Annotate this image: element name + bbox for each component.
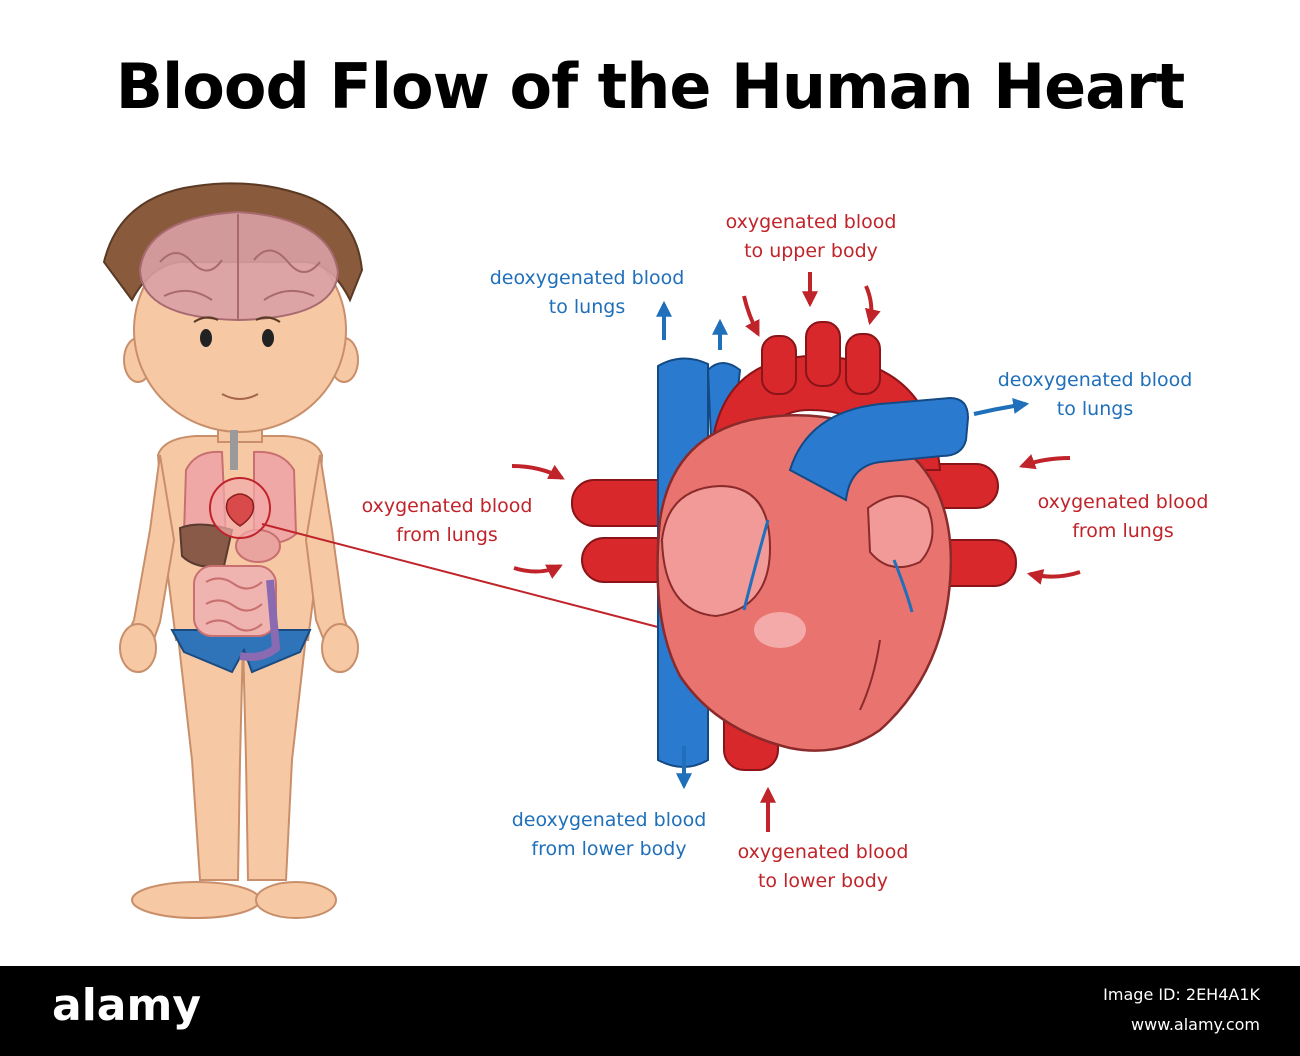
- label-ox-from-lungs-left: oxygenated blood from lungs: [361, 495, 533, 546]
- left-eye: [200, 329, 212, 347]
- site-url: www.alamy.com: [1131, 1015, 1260, 1034]
- right-eye: [262, 329, 274, 347]
- footer-info: Image ID: 2EH4A1K www.alamy.com: [1103, 980, 1260, 1040]
- image-id: Image ID: 2EH4A1K: [1103, 985, 1260, 1004]
- ventricle-highlight: [754, 612, 806, 648]
- arrow-ox-left-1: [511, 464, 565, 480]
- mini-heart: [225, 493, 255, 527]
- arrow-ox-upper-3: [864, 285, 881, 326]
- mouth: [221, 393, 259, 400]
- heart-diagram: [571, 321, 1017, 771]
- right-hand: [321, 623, 359, 673]
- arrow-ox-left-2: [513, 564, 563, 579]
- left-leg: [176, 634, 245, 881]
- coronary-vessel-1: [742, 519, 770, 611]
- aortic-branch-2: [805, 321, 841, 387]
- left-atrium: [866, 495, 934, 569]
- flow-arrows: [511, 272, 1081, 832]
- coronary-vessel-3: [859, 639, 881, 711]
- label-ox-to-upper-body: oxygenated blood to upper body: [725, 211, 897, 262]
- arrow-ox-right-2: [1026, 569, 1081, 585]
- label-ox-to-lower-body: oxygenated blood to lower body: [737, 841, 909, 892]
- diagram-art: [102, 182, 1081, 919]
- boy-figure: [102, 182, 364, 919]
- pointer-line: [261, 523, 701, 639]
- label-deox-to-lungs-right: deoxygenated blood to lungs: [997, 369, 1193, 420]
- arrow-deox-right: [973, 398, 1030, 416]
- label-deox-from-lower-body: deoxygenated blood from lower body: [511, 809, 707, 860]
- label-deox-to-lungs-left: deoxygenated blood to lungs: [489, 267, 685, 318]
- diagram-title: Blood Flow of the Human Heart: [115, 50, 1185, 123]
- footer-bar: alamy Image ID: 2EH4A1K www.alamy.com: [0, 966, 1300, 1056]
- left-foot: [131, 881, 261, 919]
- aortic-branch-3: [845, 333, 881, 395]
- pulmonary-artery: [788, 396, 970, 502]
- label-ox-from-lungs-right: oxygenated blood from lungs: [1037, 491, 1209, 542]
- left-hand: [119, 623, 157, 673]
- arrow-ox-right-1: [1018, 454, 1071, 470]
- right-atrium: [660, 484, 772, 618]
- alamy-logo: alamy: [52, 980, 201, 1031]
- coronary-vessel-2: [892, 559, 914, 613]
- arrow-ox-upper-1: [742, 295, 760, 337]
- right-foot: [255, 881, 337, 919]
- aortic-branch-1: [761, 335, 797, 395]
- intestines: [193, 565, 277, 637]
- colon: [239, 579, 281, 661]
